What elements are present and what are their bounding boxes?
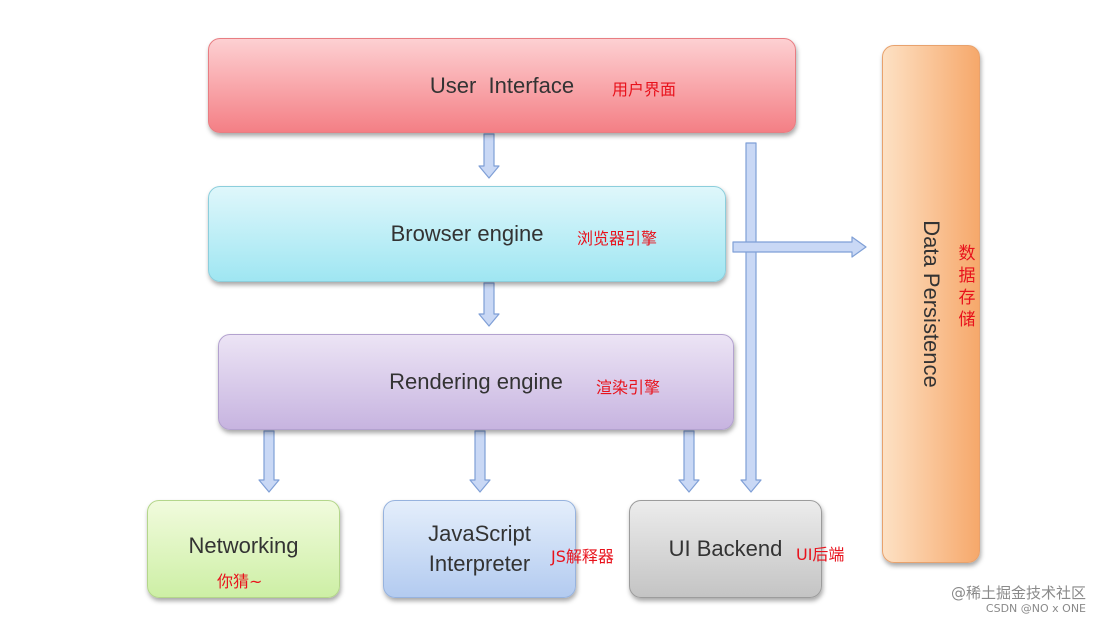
user-interface-label: User Interface	[429, 72, 575, 98]
rendering-engine-label: Rendering engine	[389, 369, 563, 394]
js-interpreter-annotation: JS解释器	[551, 547, 614, 566]
watermark-main: @稀土掘金技术社区	[950, 584, 1086, 602]
ui-backend-box: UI Backend	[629, 500, 822, 598]
arrow-rendering-to-uibackend	[678, 430, 700, 493]
browser-engine-label: Browser engine	[390, 221, 544, 246]
rendering-engine-annotation: 渲染引擎	[596, 378, 661, 397]
data-persistence-label: Data Persistence	[919, 220, 944, 388]
browser-engine-box: Browser engine	[208, 186, 726, 282]
browser-engine-annotation: 浏览器引擎	[577, 229, 658, 248]
ui-backend-label: UI Backend	[668, 536, 783, 561]
js-interpreter-label-line1: JavaScript	[428, 521, 531, 546]
arrow-ui-to-browser	[478, 133, 500, 179]
arrow-browser-to-persistence	[732, 236, 867, 258]
data-persistence-box: Data Persistence	[882, 45, 980, 563]
data-persistence-annotation: 数据存储	[958, 244, 976, 330]
networking-box: Networking	[147, 500, 340, 598]
watermark-sub: CSDN @NO x ONE	[985, 602, 1086, 615]
arrow-rendering-to-js	[469, 430, 491, 493]
user-interface-box: User Interface	[208, 38, 796, 133]
js-interpreter-box: JavaScript Interpreter	[383, 500, 576, 598]
rendering-engine-box: Rendering engine	[218, 334, 734, 430]
networking-annotation: 你猜~	[217, 572, 263, 591]
user-interface-annotation: 用户界面	[612, 80, 677, 99]
arrow-browser-to-rendering	[478, 282, 500, 327]
watermark: @稀土掘金技术社区 CSDN @NO x ONE	[951, 584, 1086, 616]
arrow-ui-to-uibackend	[740, 142, 762, 493]
ui-backend-annotation: UI后端	[796, 545, 845, 564]
js-interpreter-label-line2: Interpreter	[428, 551, 531, 576]
networking-label: Networking	[188, 533, 299, 558]
arrow-rendering-to-networking	[258, 430, 280, 493]
